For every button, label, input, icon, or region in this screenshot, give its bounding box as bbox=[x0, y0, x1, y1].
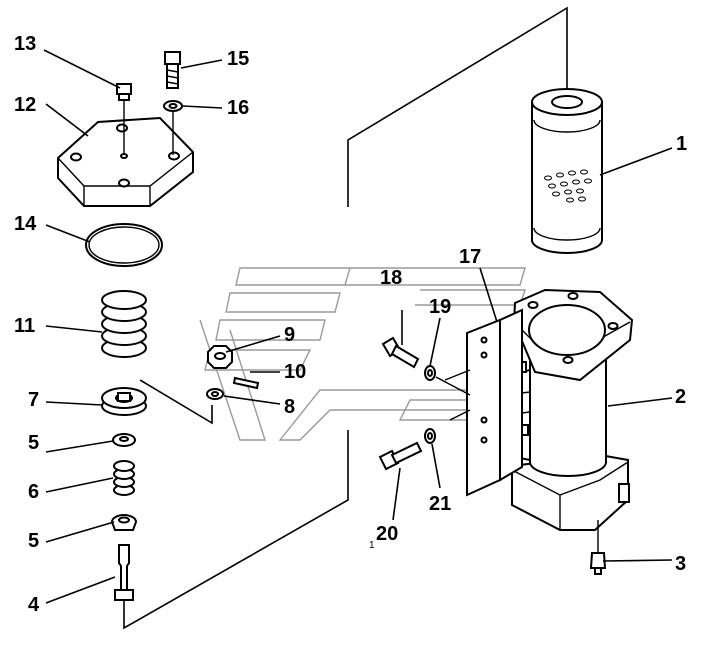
washer-16 bbox=[163, 100, 183, 155]
washer-8 bbox=[206, 388, 224, 400]
label-19: 19 bbox=[429, 296, 451, 318]
washer-21 bbox=[424, 428, 436, 444]
label-14: 14 bbox=[14, 213, 37, 235]
label-1: 1 bbox=[676, 133, 687, 155]
label-15: 15 bbox=[227, 48, 249, 70]
valve-7 bbox=[101, 387, 147, 416]
label-18: 18 bbox=[380, 267, 402, 289]
label-2: 2 bbox=[675, 386, 686, 408]
label-10: 10 bbox=[284, 361, 306, 383]
label-5-lower: 5 bbox=[28, 530, 39, 552]
assembly-lines bbox=[123, 6, 568, 630]
label-16: 16 bbox=[227, 97, 249, 119]
filter-element bbox=[531, 88, 603, 254]
cover-bolt bbox=[116, 83, 132, 101]
label-9: 9 bbox=[284, 324, 295, 346]
cover-plate bbox=[57, 100, 194, 207]
filter-housing bbox=[503, 288, 634, 531]
bolt-18 bbox=[381, 310, 420, 369]
leader-lines bbox=[43, 49, 673, 604]
label-6: 6 bbox=[28, 481, 39, 503]
label-20: 20 bbox=[376, 523, 398, 545]
valve-stem-4 bbox=[114, 544, 134, 601]
bolt-20 bbox=[378, 441, 423, 471]
part-numbers: 1 2 3 4 5 5 6 7 8 9 10 11 12 13 14 15 16… bbox=[14, 33, 687, 616]
washer-19 bbox=[424, 365, 471, 396]
spring-11 bbox=[101, 290, 147, 358]
label-12: 12 bbox=[14, 94, 36, 116]
label-3: 3 bbox=[675, 553, 686, 575]
label-4: 4 bbox=[28, 594, 40, 616]
label-8: 8 bbox=[284, 396, 295, 418]
washer-5-upper bbox=[112, 433, 136, 447]
pin-10 bbox=[232, 376, 260, 390]
washer-5-lower bbox=[110, 514, 138, 531]
o-ring bbox=[85, 223, 163, 267]
label-5-upper: 5 bbox=[28, 432, 39, 454]
label-7: 7 bbox=[28, 389, 39, 411]
spring-6 bbox=[113, 460, 135, 496]
nut-9 bbox=[207, 345, 233, 369]
mounting-bracket bbox=[444, 308, 523, 497]
label-21: 21 bbox=[429, 493, 451, 515]
label-17: 17 bbox=[459, 246, 481, 268]
label-11: 11 bbox=[14, 315, 35, 337]
label-13: 13 bbox=[14, 33, 36, 55]
drain-plug bbox=[589, 520, 607, 575]
stray-mark: 1 bbox=[369, 540, 375, 551]
bolt-15 bbox=[164, 51, 181, 89]
